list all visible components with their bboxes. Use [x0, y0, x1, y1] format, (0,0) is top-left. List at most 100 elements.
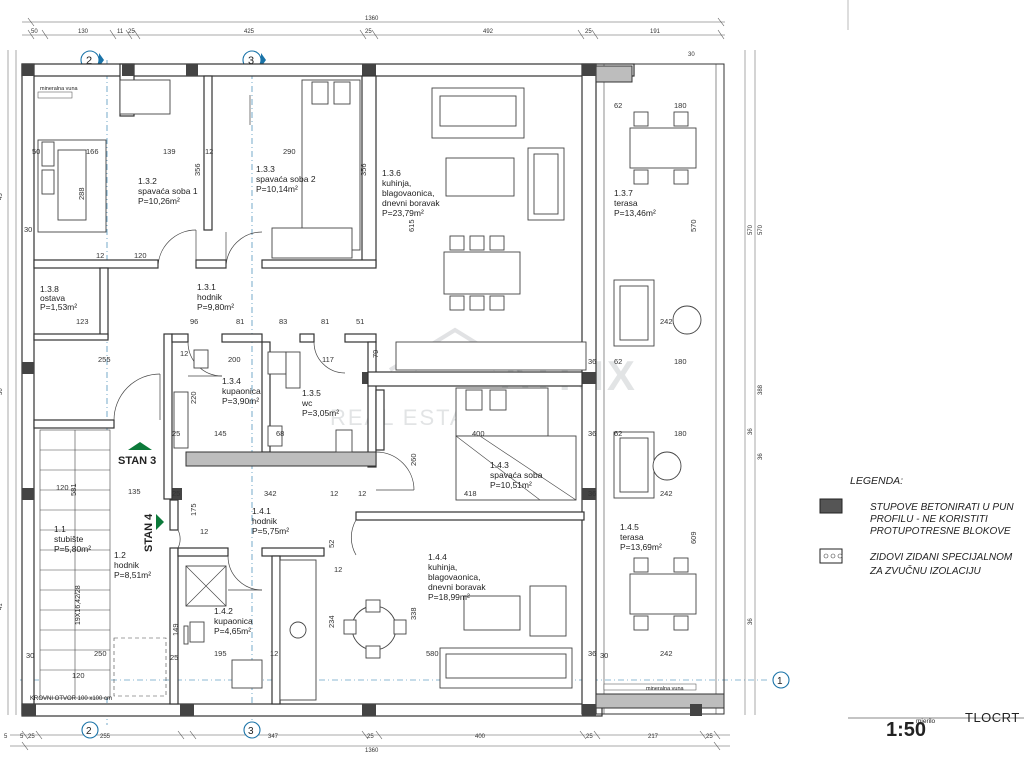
room-name: stubište [54, 534, 84, 544]
plant-icon [652, 451, 682, 481]
legend-item1-line1: STUPOVE BETONIRATI U PUN [870, 502, 1014, 513]
room-number: 1.3.5 [302, 388, 321, 398]
dim-200: 200 [228, 355, 241, 364]
dim-135: 135 [128, 487, 141, 496]
dim-120a: 120 [134, 251, 147, 260]
room-name: kupaonica [214, 616, 253, 626]
dim-bot-4: 25 [367, 734, 374, 740]
drawing-title: TLOCRT [965, 710, 1020, 725]
bottom-dimensions: 5 25 255 347 25 400 25 217 25 1360 5 [4, 730, 730, 754]
dim-25a: 25 [172, 429, 180, 438]
dim-36b: 36 [588, 429, 596, 438]
dim-top-1: 130 [78, 29, 89, 35]
room-name: hodnik [252, 516, 278, 526]
dim-top-7: 25 [585, 29, 592, 35]
dim-139: 139 [163, 147, 176, 156]
dim-bot-1: 25 [28, 734, 35, 740]
room-number: 1.3.2 [138, 176, 157, 186]
dim-top-0: 50 [31, 29, 38, 35]
dim-120b: 120 [56, 483, 69, 492]
dim-242a: 242 [660, 317, 673, 326]
dim-36c: 36 [588, 489, 596, 498]
round-table-icon [351, 605, 397, 651]
room-area: P=4,65m² [214, 626, 251, 636]
room-number: 1.4.3 [490, 460, 509, 470]
room-1-3-7: 1.3.7 terasa P=13,46m² [614, 188, 656, 218]
room-name: spavaća soba 1 [138, 186, 198, 196]
furniture [37, 79, 702, 701]
axis-label-2-bottom: 2 [86, 726, 92, 737]
dim-81b: 81 [321, 317, 329, 326]
dim-81a: 81 [236, 317, 244, 326]
toilet-icon [267, 425, 283, 447]
room-number: 1.4.2 [214, 606, 233, 616]
dim-255: 255 [98, 355, 111, 364]
dim-left-388b: 41 [0, 603, 4, 610]
room-number: 1.4.5 [620, 522, 639, 532]
dim-right-327: 36 [748, 618, 754, 625]
dim-12g: 12 [334, 565, 342, 574]
dim-51: 51 [356, 317, 364, 326]
room-1-4-2: 1.4.2 kupaonica P=4,65m² [214, 606, 253, 636]
room-1-3-2: 1.3.2 spavaća soba 1 P=10,26m² [138, 176, 198, 206]
room-1-3-3: 1.3.3 spavaća soba 2 P=10,14m² [256, 164, 316, 194]
shower-icon [285, 351, 301, 389]
terrace-table-icon [629, 127, 697, 169]
room-number: 1.4.4 [428, 552, 447, 562]
scale-value: 1:50 [886, 719, 926, 741]
legend-item2-line2: ZA ZVUČNU IZOLACIJU [869, 564, 982, 577]
room-1-3-1: 1.3.1 hodnik P=9,80m² [197, 282, 234, 312]
terrace-table-icon [629, 573, 697, 615]
room-area: P=13,69m² [620, 542, 662, 552]
dim-250: 250 [94, 649, 107, 658]
dim-bot-5: 400 [475, 734, 486, 740]
room-1-3-4: 1.3.4 kupaonica P=3,90m² [222, 376, 261, 406]
dim-12f: 12 [200, 527, 208, 536]
room-1-4-5: 1.4.5 terasa P=13,69m² [620, 522, 662, 552]
dim-25c: 25 [170, 653, 178, 662]
insulation-label-bottom: mineralna vuna [646, 686, 685, 692]
dim-30b: 30 [26, 651, 34, 660]
room-name-line1: kuhinja, [382, 178, 411, 188]
room-1-3-5: 1.3.5 wc P=3,05m² [301, 388, 339, 418]
roof-opening-label: KROVNI OTVOR 100 x100 cm [30, 696, 112, 702]
dim-62b: 62 [614, 357, 622, 366]
dim-36d: 36 [588, 649, 596, 658]
dim-25b: 25 [172, 489, 180, 498]
stan-4-label: STAN 4 [143, 513, 155, 552]
dim-62c: 62 [614, 429, 622, 438]
room-1-1: 1.1 stubište P=5,80m² [54, 524, 91, 554]
legend-item1-line3: PROTUPOTRESNE BLOKOVE [870, 526, 1011, 537]
legend: LEGENDA: STUPOVE BETONIRATI U PUN PROFIL… [819, 475, 1014, 577]
dim-290: 290 [283, 147, 296, 156]
toilet-icon [189, 621, 205, 643]
dim-left-388a: 30 [0, 388, 4, 395]
unit-marker-stan-3: STAN 3 [118, 442, 156, 467]
room-name: spavaća soba 2 [256, 174, 316, 184]
dim-342: 342 [264, 489, 277, 498]
dim-50: 50 [32, 147, 40, 156]
room-name: wc [301, 398, 313, 408]
dim-180b: 180 [674, 357, 687, 366]
concrete-column-swatch-icon [819, 498, 843, 514]
armchair-icon [529, 585, 567, 637]
inner-dimensions: 166 139 12 290 356 356 50 30 288 120 12 … [24, 101, 698, 680]
dim-bot-3: 347 [268, 734, 279, 740]
insulation-label-top: mineralna vuna [40, 86, 79, 92]
axis-marker-2-bottom: 2 [81, 721, 99, 739]
room-area: P=13,46m² [614, 208, 656, 218]
dim-580: 580 [426, 649, 439, 658]
dim-83: 83 [279, 317, 287, 326]
dim-12h: 12 [270, 649, 278, 658]
room-name: terasa [620, 532, 644, 542]
dim-120c: 120 [72, 671, 85, 680]
dim-52: 52 [327, 540, 336, 548]
dim-bot-7: 217 [648, 734, 659, 740]
dim-68: 68 [276, 429, 284, 438]
plant-icon [672, 305, 702, 335]
room-name: hodnik [114, 560, 140, 570]
dim-top-2: 11 [117, 29, 124, 35]
axis-label-1: 1 [777, 676, 783, 687]
dim-top-4: 425 [244, 29, 255, 35]
